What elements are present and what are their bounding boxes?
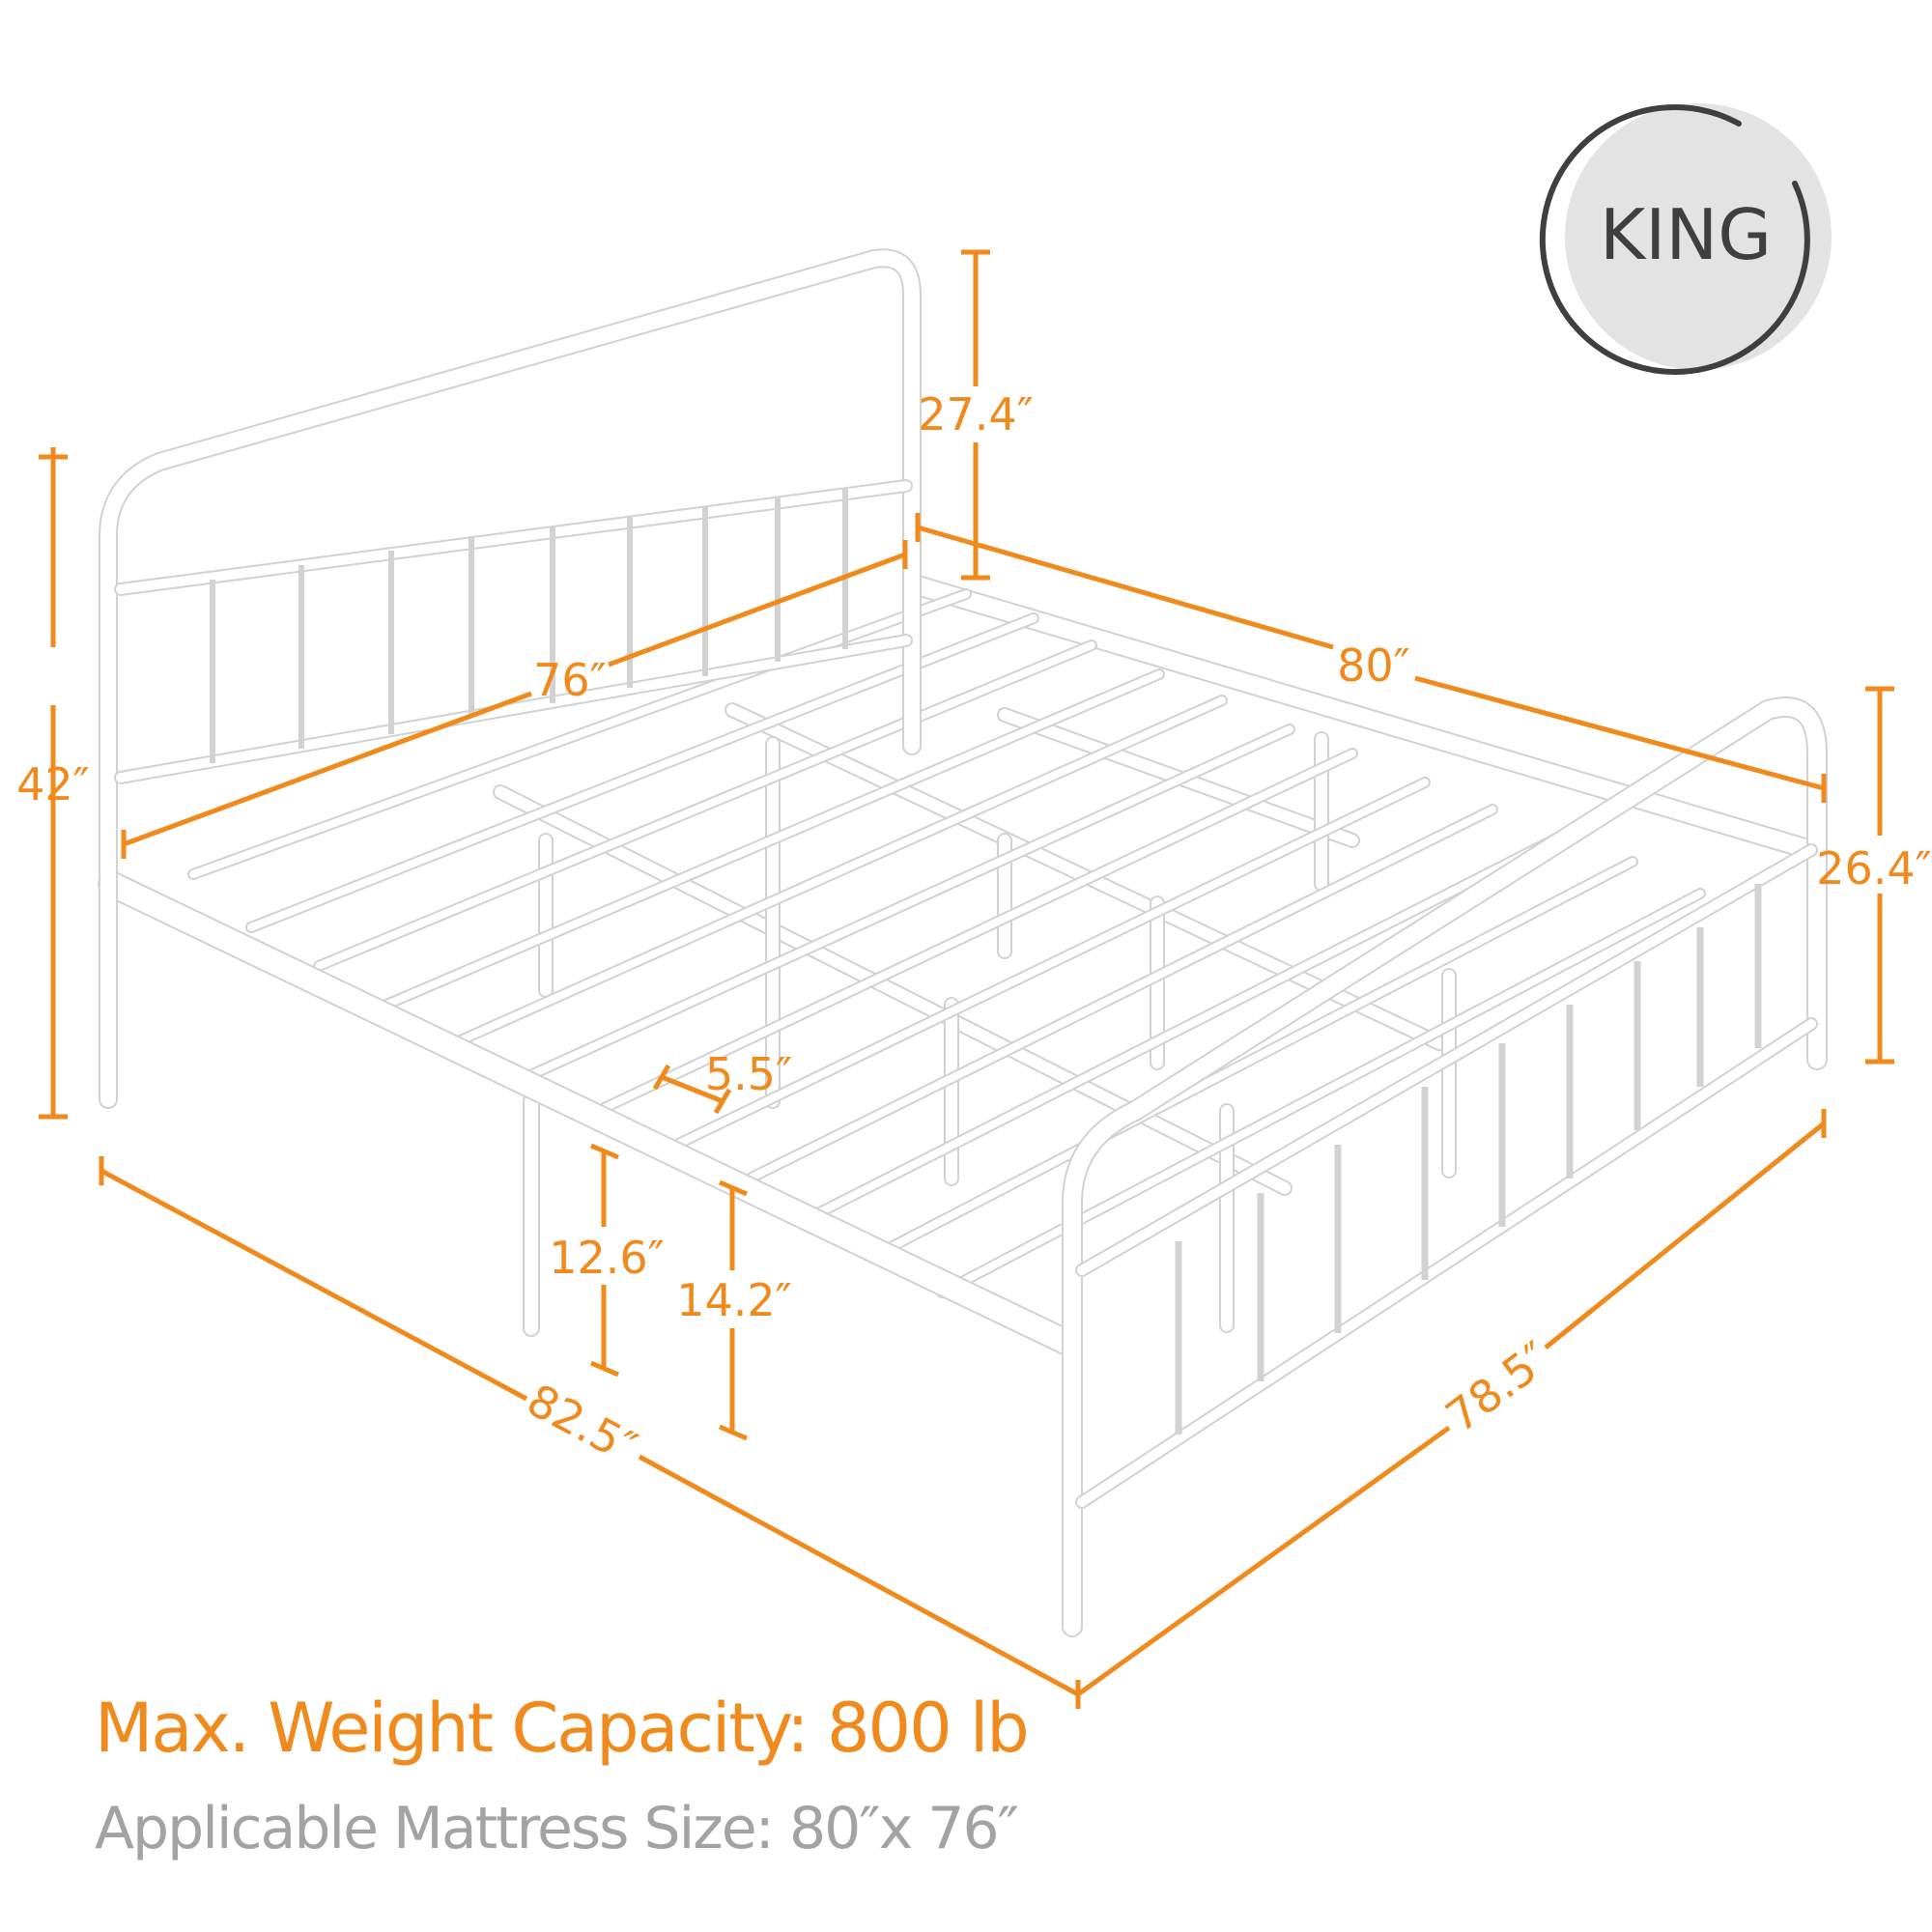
badge-outline-arc (1539, 103, 1810, 375)
dim-label-5-5: 5.5″ (705, 1048, 792, 1100)
dim-label-26-4: 26.4″ (1816, 842, 1932, 895)
dimension-26-4: 26.4″ (1816, 686, 1932, 1065)
footboard-spindles (1175, 884, 1762, 1435)
badge-label: KING (1600, 194, 1772, 275)
dimension-78-5: 78.5″ (1075, 1109, 1827, 1709)
dim-label-82-5: 82.5″ (519, 1374, 645, 1474)
dim-label-12-6: 12.6″ (549, 1232, 665, 1284)
dimension-76: 76″ (121, 540, 908, 859)
near-side-rail (98, 870, 1081, 1356)
headboard (99, 248, 922, 1109)
size-badge: KING (1539, 103, 1832, 375)
dim-label-78-5: 78.5″ (1436, 1331, 1560, 1442)
dim-label-27-4: 27.4″ (918, 388, 1034, 440)
dimension-42: 42″ (16, 447, 90, 1120)
footboard (1062, 696, 1828, 1637)
support-legs (523, 731, 1457, 1337)
far-side-rail (907, 575, 1822, 861)
dimension-80: 80″ (915, 513, 1827, 803)
dim-label-76: 76″ (533, 654, 607, 706)
dim-label-14-2: 14.2″ (676, 1274, 792, 1326)
mattress-size-caption: Applicable Mattress Size: 80″x 76″ (95, 1795, 1019, 1862)
weight-capacity-caption: Max. Weight Capacity: 800 lb (95, 1689, 1030, 1768)
dimension-12-6: 12.6″ (549, 1143, 665, 1378)
dimension-14-2: 14.2″ (676, 1179, 792, 1441)
bed-frame-illustration (98, 248, 1828, 1637)
dimension-27-4: 27.4″ (918, 249, 1034, 581)
dimension-5-5: 5.5″ (652, 1048, 792, 1115)
badge-fill-circle (1565, 103, 1832, 370)
dim-label-42: 42″ (16, 758, 90, 810)
mattress-slats (187, 588, 1706, 1298)
headboard-spindles (210, 488, 848, 763)
dim-label-80: 80″ (1337, 639, 1410, 692)
